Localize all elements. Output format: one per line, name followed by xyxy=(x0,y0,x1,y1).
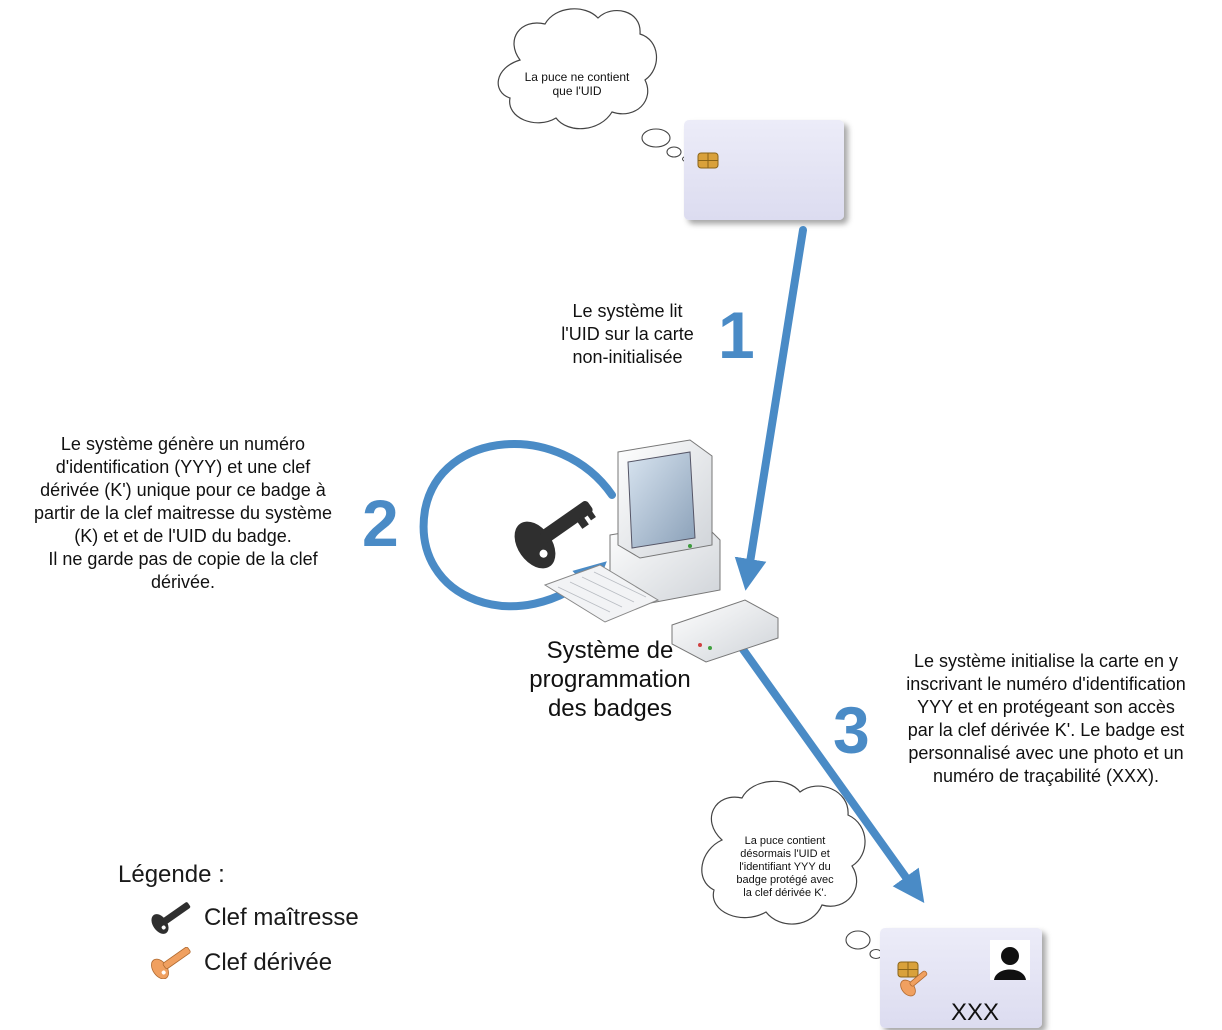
step-2-number: 2 xyxy=(362,486,399,560)
derived-key-icon xyxy=(151,947,191,979)
card-tracking-number: XXX xyxy=(951,999,1000,1026)
master-key-icon xyxy=(514,501,596,569)
computer-icon xyxy=(543,439,779,663)
chip-icon xyxy=(897,961,919,978)
legend-label-derived-key: Clef dérivée xyxy=(204,949,333,976)
arrow-step-3 xyxy=(718,616,925,904)
step-1-text: Le système lit l'UID sur la carte non-in… xyxy=(561,301,694,367)
legend-item-derived-key: Clef dérivée xyxy=(150,947,332,979)
derived-key-icon xyxy=(900,970,928,997)
bubble-top-text: La puce ne contient que l'UID xyxy=(524,70,630,98)
step-3-text: Le système initialise la carte en y insc… xyxy=(906,651,1186,786)
legend-title: Légende : xyxy=(118,861,225,888)
station-label: Système de programmation des badges xyxy=(529,637,691,722)
blank-card xyxy=(684,120,844,220)
legend-label-master-key: Clef maîtresse xyxy=(204,904,359,931)
step-1-number: 1 xyxy=(718,298,755,372)
photo-avatar-icon xyxy=(990,940,1030,980)
chip-icon xyxy=(697,152,719,169)
master-key-icon xyxy=(151,902,191,934)
arrow-step-2 xyxy=(419,440,616,611)
bubble-bottom-text: La puce contient désormais l'UID et l'id… xyxy=(736,835,834,899)
personalized-card xyxy=(880,928,1042,1028)
step-2-text: Le système génère un numéro d'identifica… xyxy=(33,434,333,592)
step-3-number: 3 xyxy=(833,693,870,767)
legend-item-master-key: Clef maîtresse xyxy=(150,902,359,934)
arrow-step-1 xyxy=(734,226,807,591)
